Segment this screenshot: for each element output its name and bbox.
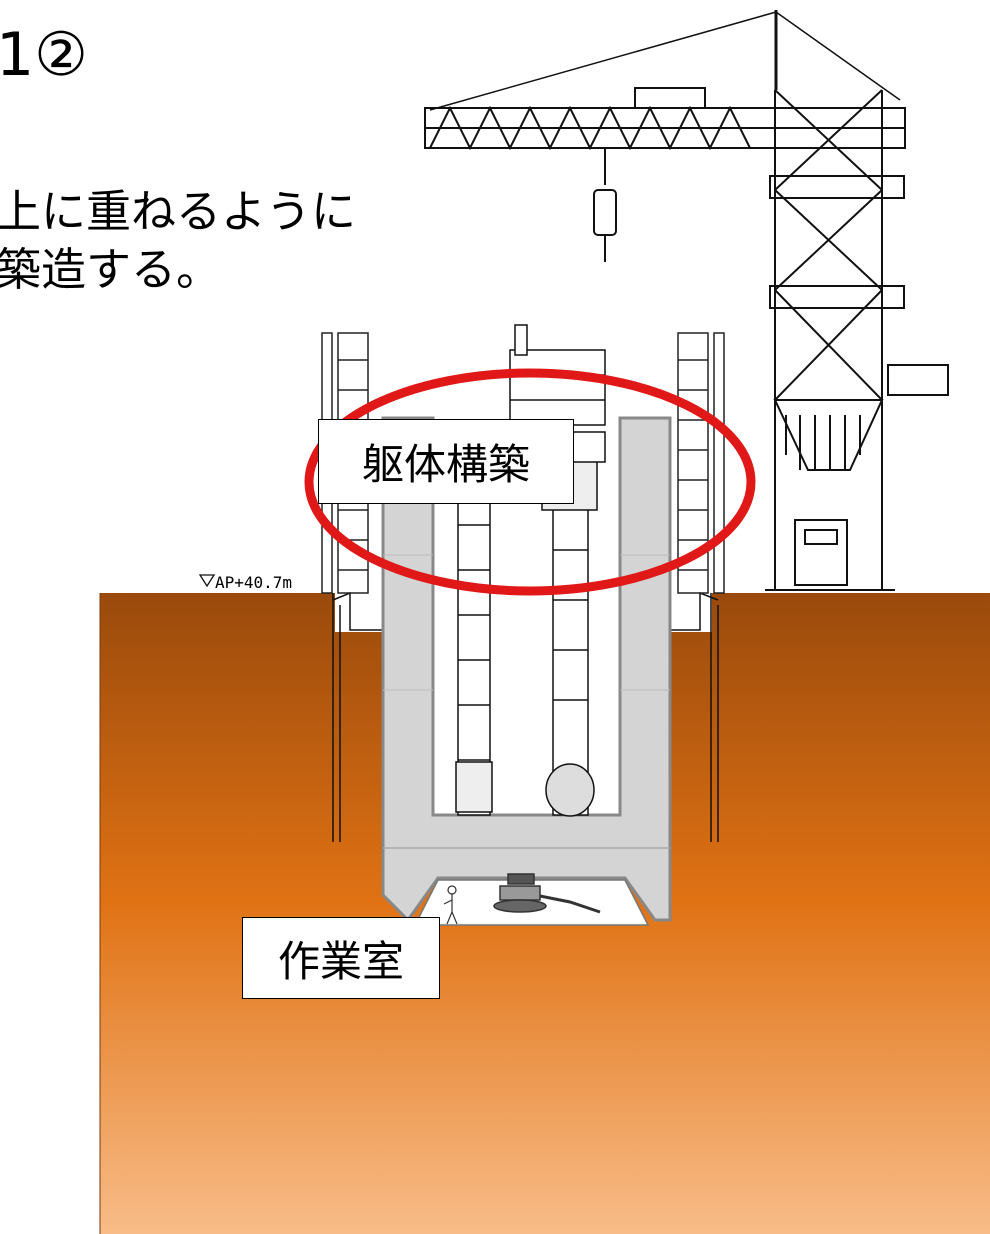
label-working-chamber: 作業室	[242, 917, 440, 999]
ground-level-marker	[198, 574, 216, 588]
page-title: 1②	[0, 20, 88, 90]
material-shaft	[509, 324, 606, 817]
working-chamber	[413, 873, 650, 926]
description-line-2: 築造する。	[0, 243, 222, 296]
worker-figure	[443, 885, 458, 925]
description-line-1: 上に重ねるように	[0, 185, 357, 238]
ground-level-label: AP+40.7m	[215, 573, 293, 592]
tower-crane	[424, 10, 949, 591]
scaffold-right	[677, 332, 725, 594]
highlight-ellipse	[304, 368, 756, 596]
excavator-machine	[493, 873, 601, 914]
label-structure-construction: 躯体構築	[318, 419, 574, 504]
retaining-walls	[332, 591, 719, 842]
